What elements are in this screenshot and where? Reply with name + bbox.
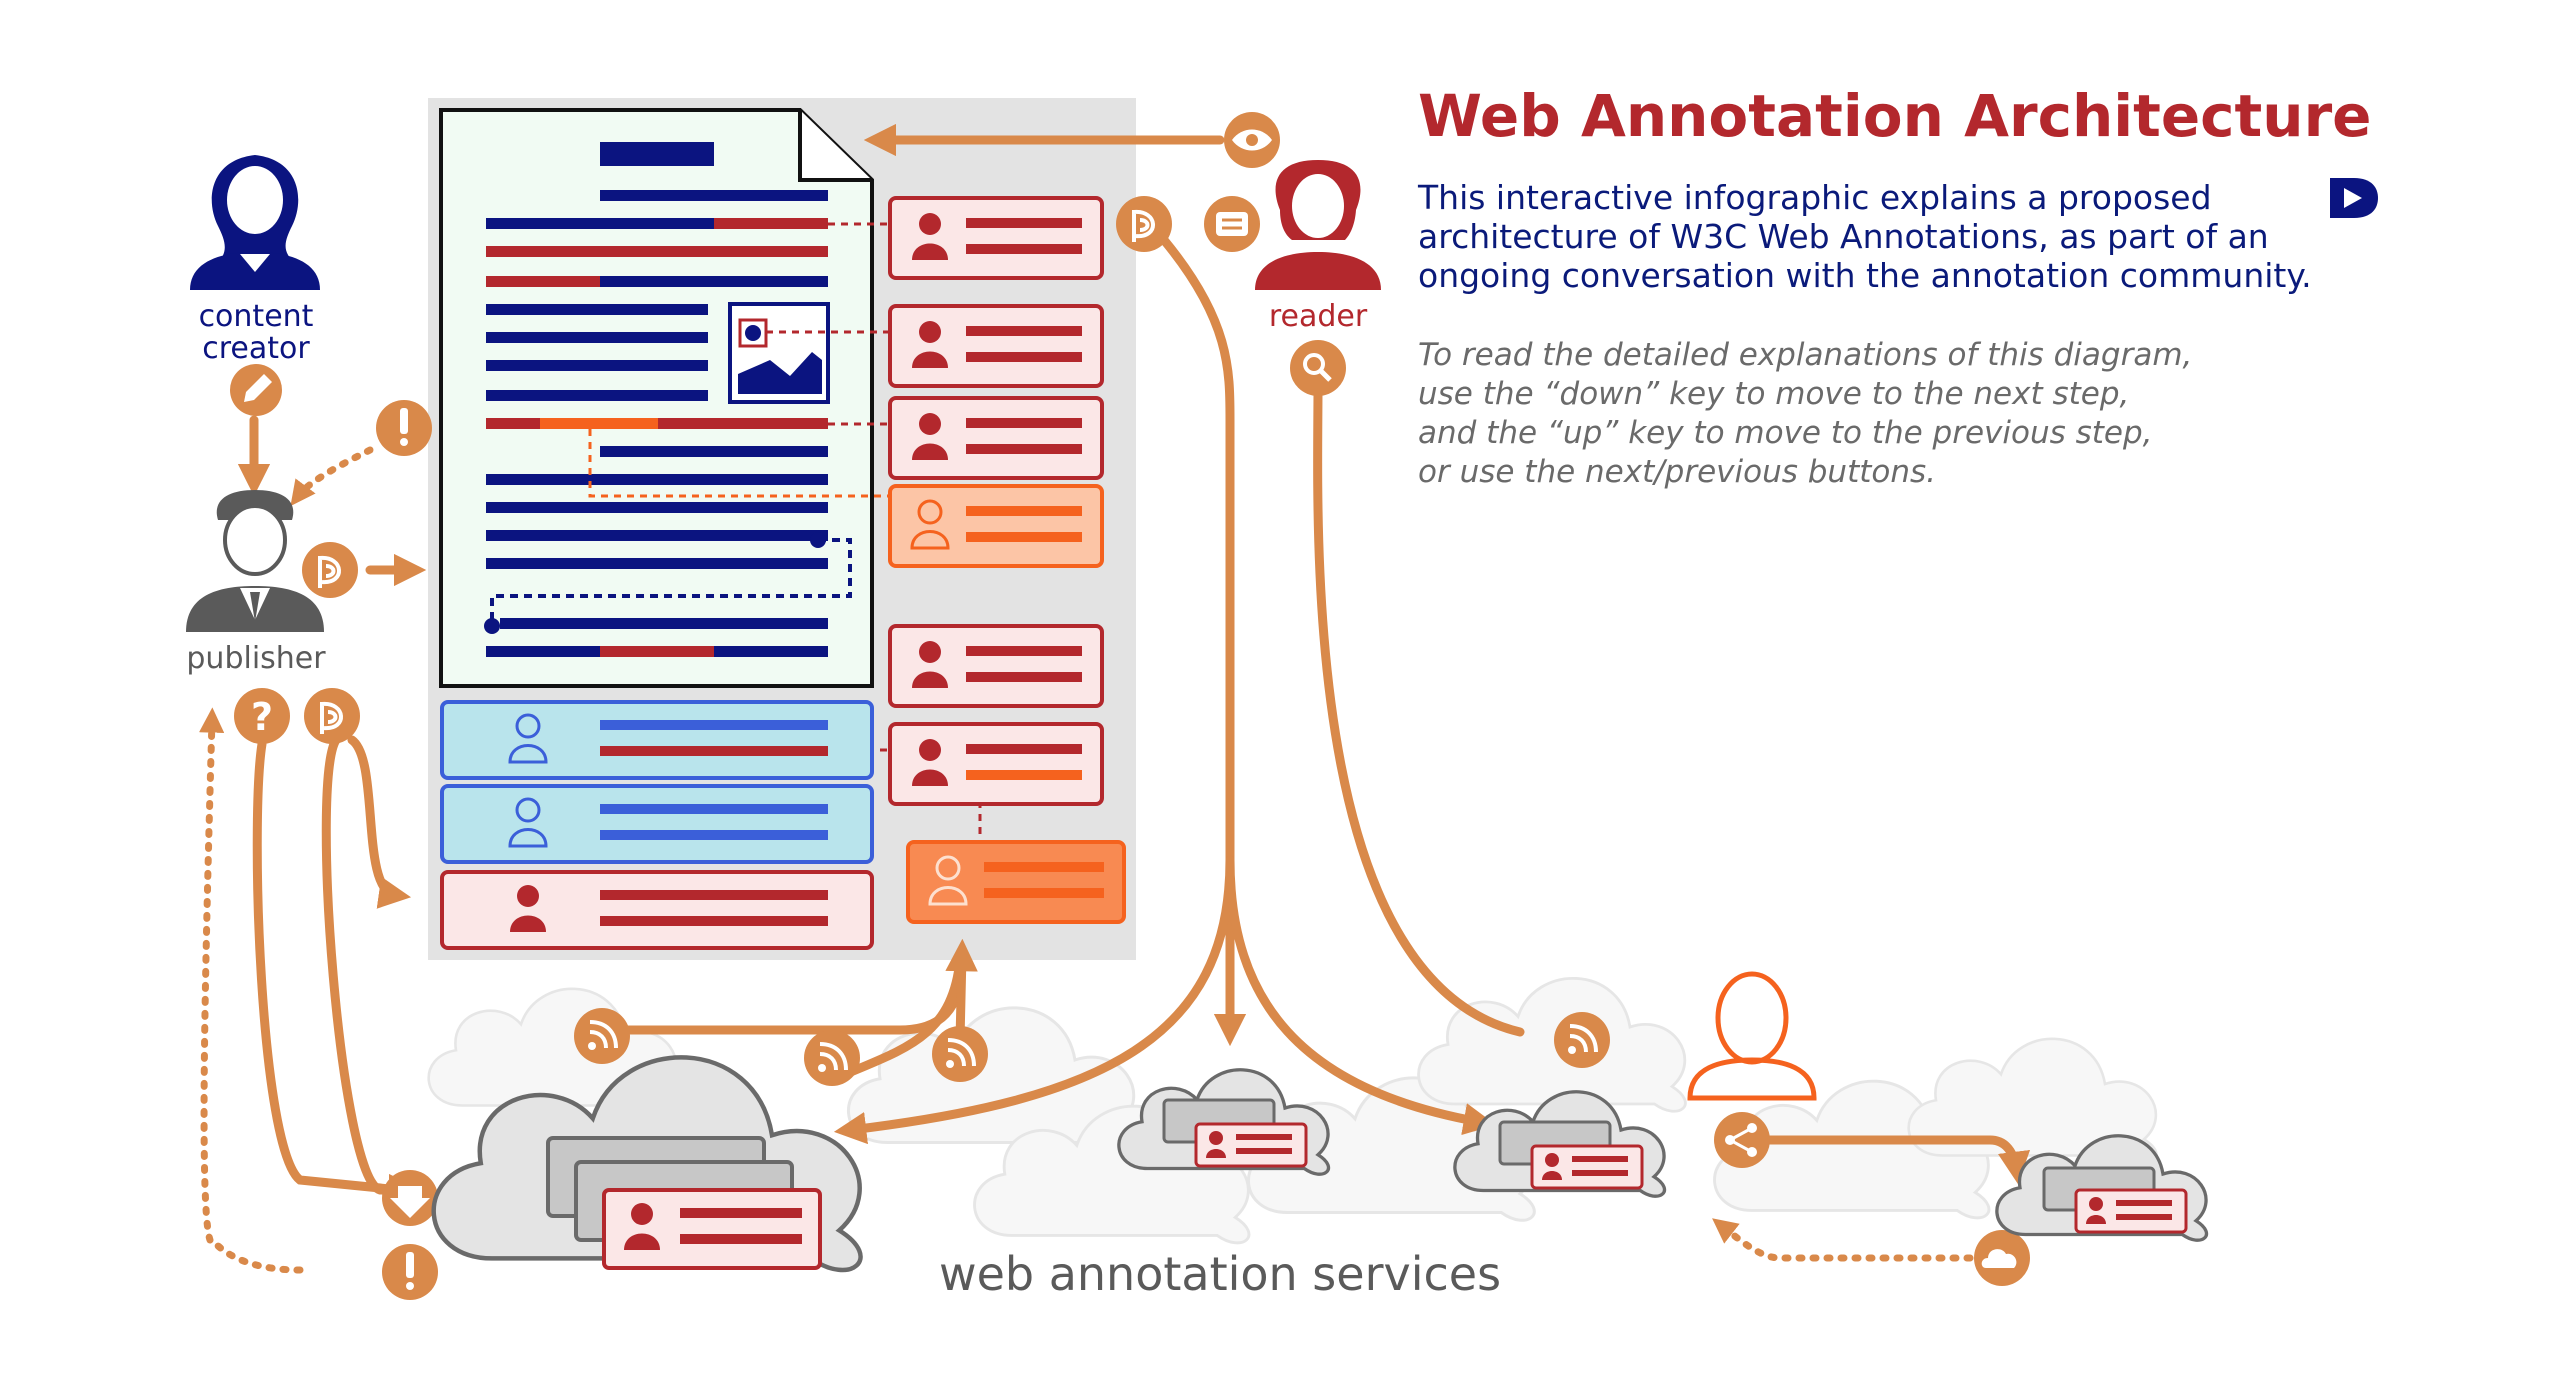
question-icon[interactable]: ? bbox=[234, 688, 290, 744]
publisher-label: publisher bbox=[186, 641, 326, 676]
instruction-line: and the “up” key to move to the previous… bbox=[1418, 415, 2153, 451]
person-outline-icon bbox=[1687, 971, 1817, 1101]
feed-icon[interactable] bbox=[804, 1030, 860, 1086]
reader-label: reader bbox=[1269, 299, 1368, 334]
annotation-service-cloud bbox=[1117, 1068, 1331, 1176]
feed-icon[interactable] bbox=[932, 1026, 988, 1082]
intro-text: This interactive infographic explains a … bbox=[1418, 178, 2312, 295]
reply-card[interactable] bbox=[440, 700, 874, 780]
list-icon[interactable] bbox=[1204, 196, 1260, 252]
reader-icon bbox=[1255, 160, 1381, 290]
download-icon[interactable] bbox=[382, 1170, 438, 1226]
comment-cards bbox=[440, 700, 874, 950]
share-icon[interactable] bbox=[1714, 1112, 1770, 1168]
annotation-cards bbox=[888, 196, 1126, 924]
edit-icon[interactable] bbox=[230, 364, 282, 416]
annotate-icon[interactable] bbox=[304, 688, 360, 744]
next-icon[interactable] bbox=[2328, 176, 2380, 220]
annotation-card[interactable] bbox=[888, 196, 1104, 280]
annotation-card[interactable] bbox=[888, 722, 1104, 806]
page-title: Web Annotation Architecture bbox=[1418, 82, 2372, 150]
annotation-service-cloud bbox=[1453, 1090, 1667, 1198]
svg-text:?: ? bbox=[251, 695, 273, 739]
annotation-card-highlight[interactable] bbox=[906, 840, 1126, 924]
flow-arrows bbox=[237, 123, 2031, 1207]
reply-card[interactable] bbox=[440, 784, 874, 864]
comment-card[interactable] bbox=[440, 870, 874, 950]
web-document bbox=[439, 108, 874, 688]
publisher-icon bbox=[186, 490, 324, 632]
feed-icon[interactable] bbox=[1554, 1012, 1610, 1068]
eye-icon[interactable] bbox=[1224, 112, 1280, 168]
annotate-icon[interactable] bbox=[1116, 196, 1172, 252]
alert-icon[interactable] bbox=[376, 400, 432, 456]
cloud-upload-icon[interactable] bbox=[1974, 1230, 2030, 1286]
dotted-arrows bbox=[199, 446, 1974, 1274]
feed-icon[interactable] bbox=[574, 1008, 630, 1064]
instruction-line: To read the detailed explanations of thi… bbox=[1418, 337, 2193, 373]
alert-icon[interactable] bbox=[382, 1244, 438, 1300]
annotation-card[interactable] bbox=[888, 624, 1104, 708]
content-creator-icon bbox=[190, 155, 320, 290]
instruction-line: or use the next/previous buttons. bbox=[1418, 454, 1937, 490]
services-label: web annotation services bbox=[939, 1247, 1501, 1301]
annotation-service-cloud bbox=[434, 1057, 861, 1270]
instructions: To read the detailed explanations of thi… bbox=[1418, 336, 2318, 492]
instruction-line: use the “down” key to move to the next s… bbox=[1418, 376, 2130, 412]
search-icon[interactable] bbox=[1290, 340, 1346, 396]
annotate-icon[interactable] bbox=[302, 542, 358, 598]
annotation-card[interactable] bbox=[888, 304, 1104, 388]
annotation-card-highlight[interactable] bbox=[888, 484, 1104, 568]
annotation-card[interactable] bbox=[888, 396, 1104, 480]
annotation-service-cloud bbox=[1995, 1134, 2209, 1242]
feed-icon[interactable] bbox=[800, 1052, 856, 1108]
